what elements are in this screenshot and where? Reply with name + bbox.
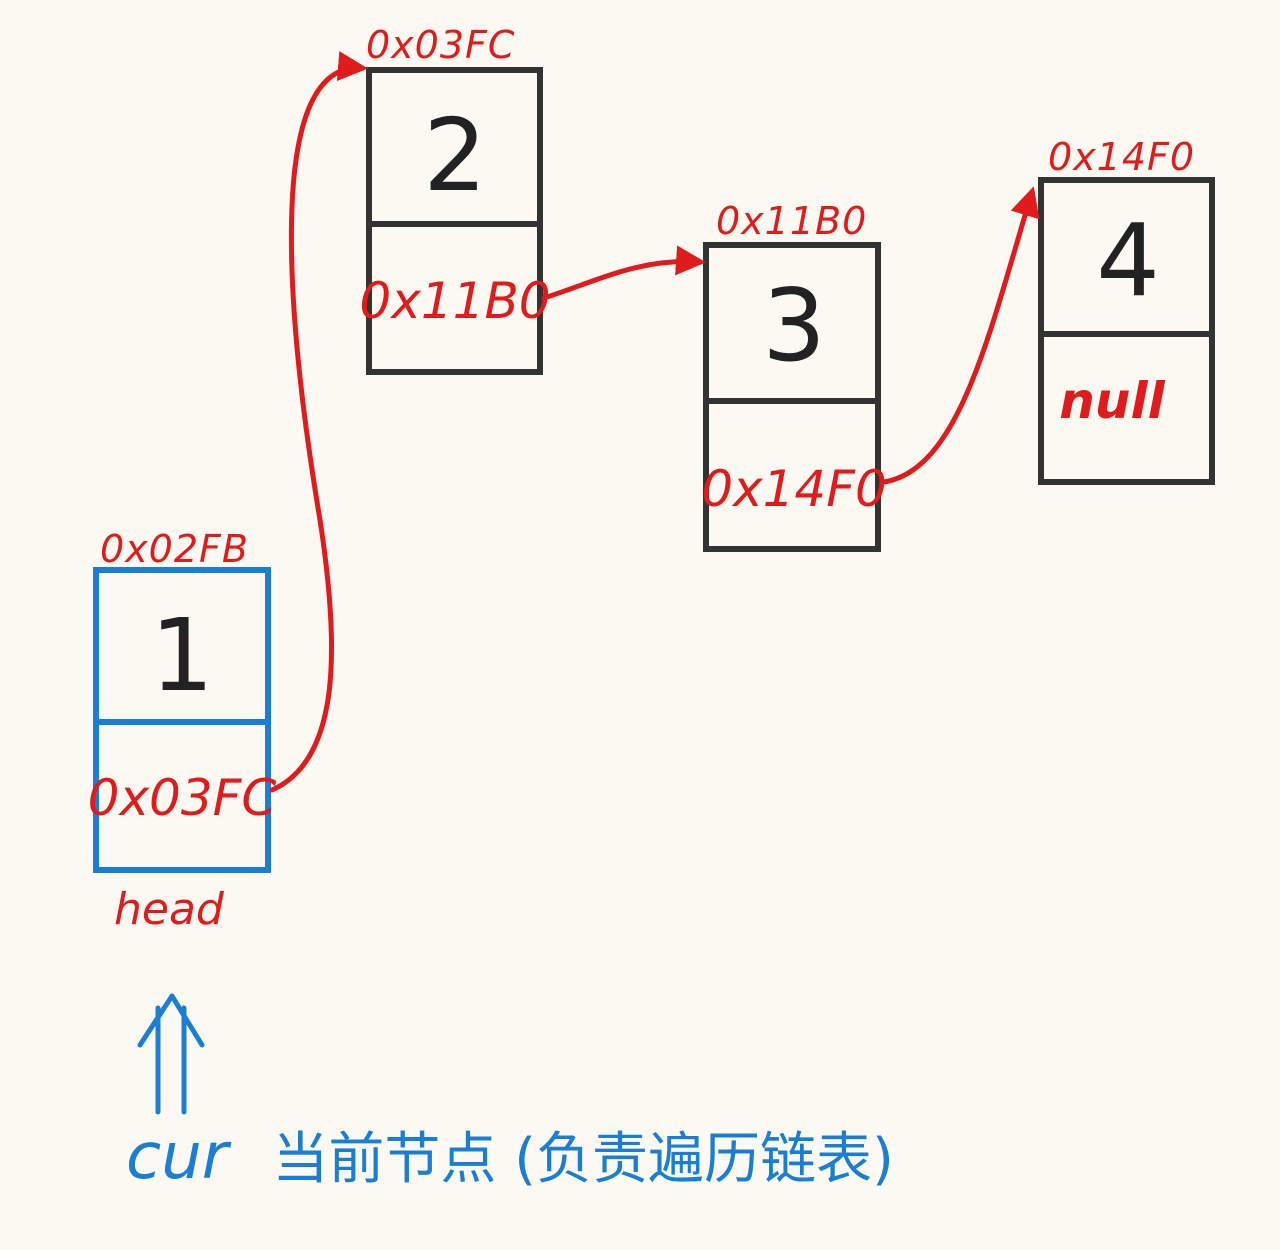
node-4-address: 0x14F0 [1048, 135, 1195, 179]
node-4: 0x14F0 4 null [1038, 135, 1215, 485]
node-3: 0x11B0 3 0x14F0 [701, 199, 887, 552]
node-3-box [703, 242, 881, 552]
cursor-label: cur [126, 1120, 232, 1194]
head-label: head [114, 884, 225, 935]
node-1-next-pointer: 0x03FC [88, 769, 277, 827]
node-3-address: 0x11B0 [716, 199, 867, 243]
node-2: 0x03FC 2 0x11B0 [359, 23, 551, 375]
node-1-value: 1 [150, 597, 214, 714]
node-1: 0x02FB 1 0x03FC head [88, 527, 277, 935]
arrow-node-3-to-node-4 [881, 186, 1040, 485]
node-4-value: 4 [1096, 202, 1160, 319]
node-2-address: 0x03FC [366, 23, 515, 67]
node-2-next-pointer: 0x11B0 [359, 272, 550, 330]
double-up-arrow-icon [137, 993, 205, 1115]
node-1-address: 0x02FB [100, 527, 249, 571]
arrow-node-2-to-node-3 [541, 245, 706, 301]
node-2-value: 2 [423, 97, 487, 214]
arrow-node-1-to-node-2 [269, 51, 368, 793]
cursor-description: 当前节点 (负责遍历链表) [272, 1127, 894, 1192]
node-3-next-pointer: 0x14F0 [701, 460, 887, 518]
cursor-caption: cur 当前节点 (负责遍历链表) [126, 1120, 894, 1194]
node-4-next-pointer: null [1059, 372, 1165, 430]
node-3-value: 3 [762, 267, 826, 384]
